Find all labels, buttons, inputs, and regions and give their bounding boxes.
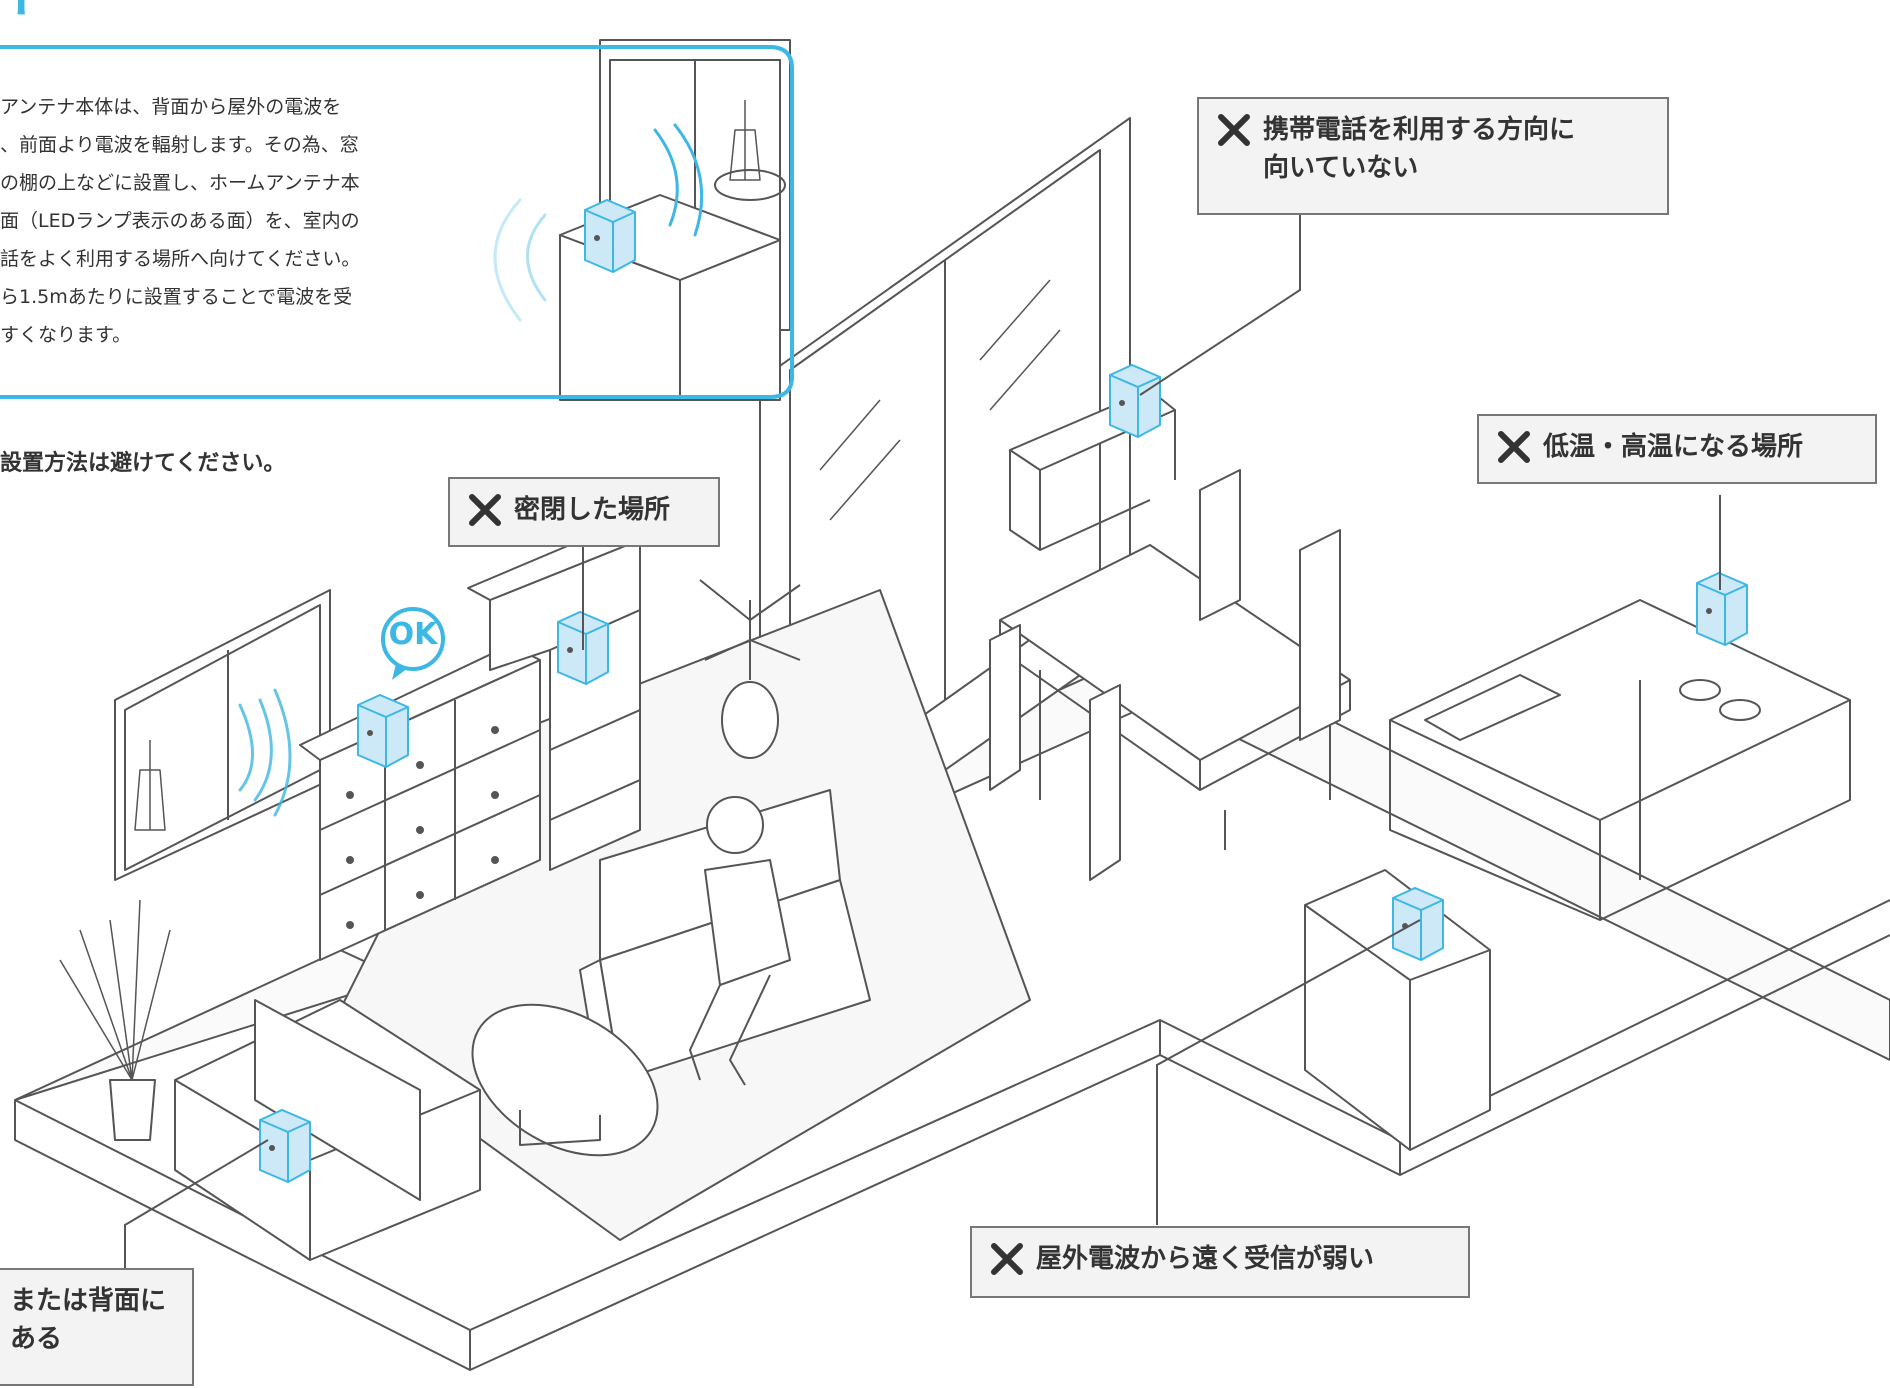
x-mark-icon xyxy=(1215,111,1253,149)
callout-line: 向いていない xyxy=(1263,153,1419,183)
x-mark-icon xyxy=(1495,428,1533,466)
callout-line: または背面に xyxy=(10,1286,167,1316)
intro-line: 、前面より電波を輻射します。その為、窓 xyxy=(0,134,359,156)
callout-line: ある xyxy=(10,1324,63,1354)
heading-fragment: ト xyxy=(0,0,56,22)
x-mark-icon xyxy=(988,1240,1026,1278)
callout-wrong-direction: 携帯電話を利用する方向に 向いていない xyxy=(1197,97,1669,215)
x-mark-icon xyxy=(466,491,504,529)
left-window xyxy=(114,589,331,881)
intro-line: の棚の上などに設置し、ホームアンテナ本 xyxy=(0,172,360,194)
intro-text: アンテナ本体は、背面から屋外の電波を 、前面より電波を輻射します。その為、窓 の… xyxy=(0,88,440,354)
callout-weak-signal: 屋外電波から遠く受信が弱い xyxy=(970,1226,1470,1298)
ok-badge-label: OK xyxy=(388,617,438,652)
intro-line: ら1.5mあたりに設置することで電波を受 xyxy=(0,286,353,308)
callout-label: 屋外電波から遠く受信が弱い xyxy=(1036,1244,1375,1274)
left-plant-pot xyxy=(109,1079,156,1141)
chair xyxy=(989,624,1021,791)
coffee-table xyxy=(471,1003,659,1157)
callout-temperature: 低温・高温になる場所 xyxy=(1477,414,1877,484)
callout-label: 低温・高温になる場所 xyxy=(1543,432,1804,462)
person-head xyxy=(706,796,764,854)
callout-line: 携帯電話を利用する方向に xyxy=(1263,115,1576,145)
callout-label: 密閉した場所 xyxy=(514,495,671,525)
callout-closed-place: 密閉した場所 xyxy=(448,477,720,547)
intro-line: アンテナ本体は、背面から屋外の電波を xyxy=(0,96,342,118)
inset-frame xyxy=(0,45,794,399)
intro-line: 話をよく利用する場所へ向けてください。 xyxy=(0,248,361,270)
warning-text: 設置方法は避けてください。 xyxy=(0,451,286,476)
tv xyxy=(254,999,421,1201)
plant-pot xyxy=(721,681,779,759)
callout-behind-tv: または背面に ある xyxy=(0,1268,194,1386)
intro-line: すくなります。 xyxy=(0,324,132,346)
intro-line: 面（LEDランプ表示のある面）を、室内の xyxy=(0,210,360,232)
ok-badge-icon xyxy=(381,607,445,680)
